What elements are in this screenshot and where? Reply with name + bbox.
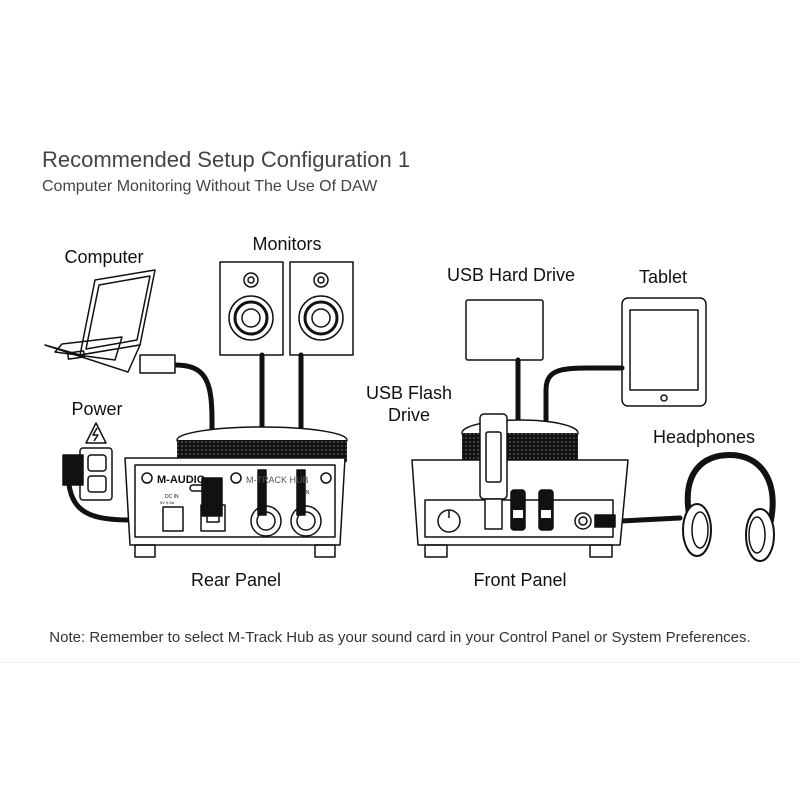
tablet-label: Tablet: [638, 267, 688, 287]
headphones-label: Headphones: [652, 427, 756, 447]
page-title: Recommended Setup Configuration 1: [42, 147, 411, 172]
usb-flash-drive-label-line2: Drive: [387, 405, 430, 425]
monitors-label: Monitors: [252, 234, 322, 254]
front-panel-device: [411, 413, 629, 558]
headphones-icon: [682, 452, 776, 562]
device-main-marking: MAIN: [297, 490, 310, 496]
rear-panel-device: [124, 426, 348, 558]
monitor-right-icon: [289, 261, 354, 356]
tablet-icon: [621, 297, 707, 407]
usb-hard-drive-icon: [465, 299, 544, 361]
device-dc-spec-marking: 5V 0.5A: [160, 500, 175, 505]
computer-label: Computer: [64, 247, 144, 267]
laptop-icon: [44, 269, 156, 373]
usb-hard-drive-label: USB Hard Drive: [446, 265, 576, 285]
page-subtitle: Computer Monitoring Without The Use Of D…: [42, 178, 378, 195]
device-model-marking: M-TRACK HUB: [246, 475, 309, 485]
page-footer-area: [0, 662, 800, 801]
device-brand-marking: M-AUDIO: [157, 474, 206, 486]
monitor-left-icon: [219, 261, 284, 356]
front-panel-label: Front Panel: [473, 570, 567, 590]
power-label: Power: [71, 399, 123, 419]
setup-note: Note: Remember to select M-Track Hub as …: [49, 629, 751, 646]
usb-flash-drive-label-line1: USB Flash: [365, 383, 453, 403]
device-dc-in-marking: DC IN: [165, 494, 179, 500]
usb-plug-icon: [139, 354, 176, 374]
rear-panel-label: Rear Panel: [190, 570, 282, 590]
